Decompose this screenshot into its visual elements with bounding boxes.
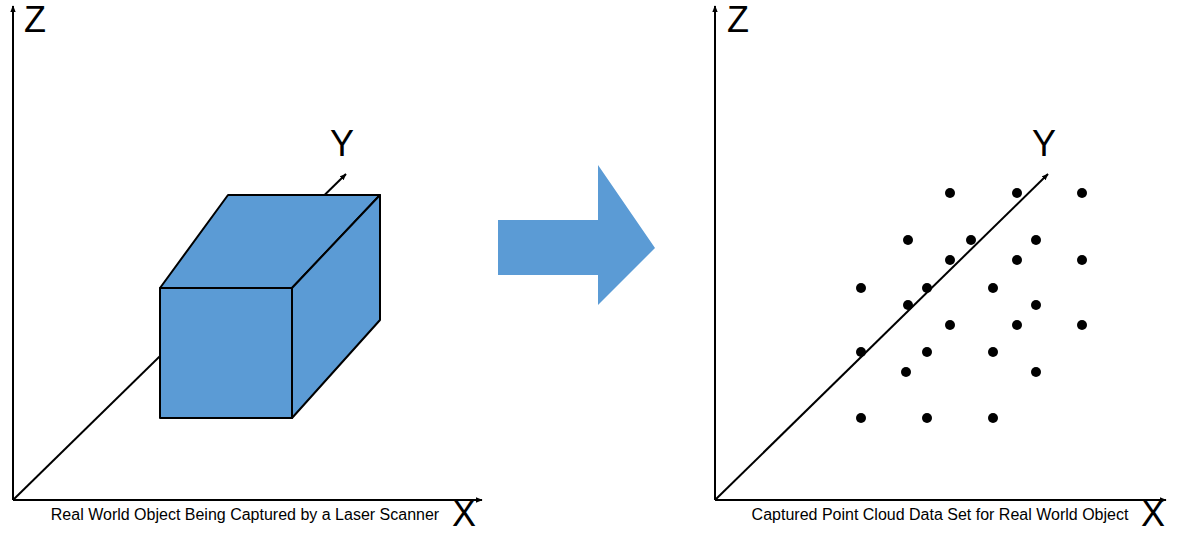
cloud-point: [901, 367, 911, 377]
cloud-point: [988, 283, 998, 293]
cloud-point: [903, 235, 913, 245]
cloud-point: [1077, 188, 1087, 198]
cloud-point: [922, 347, 932, 357]
cube: [160, 195, 380, 418]
axis-label: Z: [727, 2, 749, 38]
cloud-point: [945, 320, 955, 330]
caption: Real World Object Being Captured by a La…: [40, 506, 450, 524]
cloud-point: [1012, 320, 1022, 330]
cloud-point: [856, 413, 866, 423]
transform-arrow: [498, 165, 655, 305]
cloud-point: [922, 283, 932, 293]
cloud-point: [988, 347, 998, 357]
axis-label: X: [1141, 496, 1165, 532]
cloud-point: [966, 235, 976, 245]
cloud-point: [903, 300, 913, 310]
axis-label: Y: [1032, 126, 1056, 162]
cloud-point: [1012, 255, 1022, 265]
cloud-point: [922, 413, 932, 423]
cloud-point: [1031, 235, 1041, 245]
caption: Captured Point Cloud Data Set for Real W…: [735, 506, 1145, 524]
cloud-point: [1031, 300, 1041, 310]
cloud-point: [945, 255, 955, 265]
axis-label: Z: [24, 2, 46, 38]
cloud-point: [856, 347, 866, 357]
cloud-point: [1031, 367, 1041, 377]
cloud-point: [1012, 188, 1022, 198]
axis-label: Y: [330, 126, 354, 162]
cloud-point: [1077, 320, 1087, 330]
cloud-point: [945, 188, 955, 198]
cloud-point: [1077, 255, 1087, 265]
left-axes: [13, 6, 482, 500]
point-cloud: [856, 188, 1087, 423]
cloud-point: [988, 413, 998, 423]
cloud-point: [856, 283, 866, 293]
right-axes: [715, 6, 1166, 500]
axis-label: X: [452, 496, 476, 532]
